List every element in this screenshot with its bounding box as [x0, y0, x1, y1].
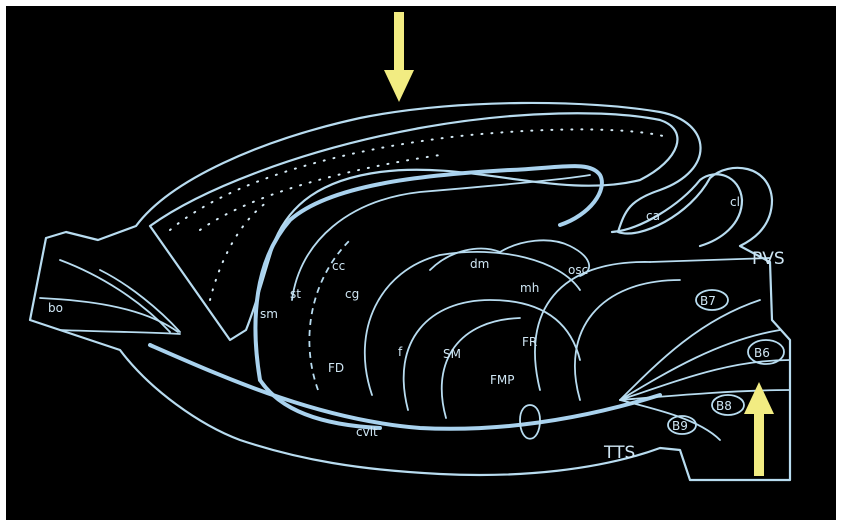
top-arrow-icon [384, 12, 414, 102]
label-fr: FR [522, 335, 537, 349]
fornix-loop-3 [442, 318, 520, 418]
label-osc: osc [568, 263, 588, 277]
label-b8: B8 [716, 399, 732, 413]
label-dm: dm [470, 257, 489, 271]
brainstem-fan-1 [620, 300, 760, 400]
label-b9: B9 [672, 419, 688, 433]
label-cg: cg [345, 287, 359, 301]
olfactory-line-3 [100, 270, 180, 332]
hippocampal-curl [430, 240, 589, 276]
pvs-loop-2 [575, 280, 680, 400]
label-b7: B7 [700, 294, 716, 308]
olfactory-line-4 [60, 330, 180, 334]
label-cvlt: cvlt [356, 425, 378, 439]
label-tts: TTS [603, 443, 635, 463]
label-sm-big: SM [443, 347, 461, 361]
label-fd: FD [328, 361, 344, 375]
olfactory-line-2 [60, 260, 170, 332]
label-b6: B6 [754, 346, 770, 360]
cerebellum-outline [612, 174, 742, 246]
label-fmp: FMP [490, 373, 515, 387]
fornix-loop-1 [365, 252, 580, 395]
label-cc: cc [332, 259, 345, 273]
label-sm: sm [260, 307, 278, 321]
label-f: f [398, 345, 403, 359]
label-ca: ca [646, 209, 660, 223]
label-cl: cl [730, 195, 740, 209]
cortex-dots-2 [200, 155, 440, 230]
pvs-loop-1 [535, 262, 650, 390]
cortex-inner-boundary [150, 113, 677, 340]
fornix-loop-2 [404, 300, 580, 410]
label-mh: mh [520, 281, 539, 295]
label-bo: bo [48, 301, 63, 315]
label-pvs: PVS [752, 249, 785, 269]
label-st: st [290, 287, 301, 301]
bottom-arrow-icon [744, 382, 774, 476]
